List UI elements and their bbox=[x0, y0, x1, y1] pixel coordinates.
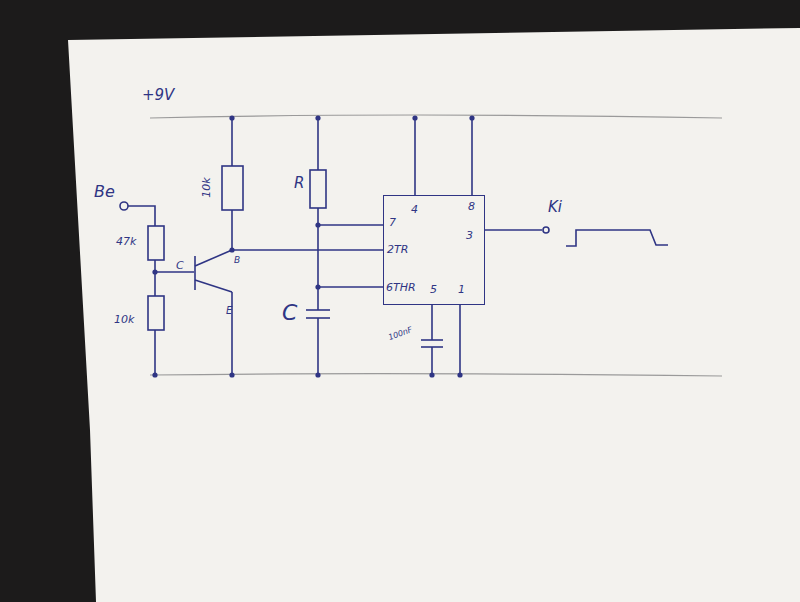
resistor-value: 10k bbox=[201, 177, 212, 197]
pin-label: 5 bbox=[430, 284, 437, 295]
resistor-value: 47k bbox=[116, 236, 136, 247]
timer-ic-box: 4 8 7 2TR 3 6THR 5 1 bbox=[383, 195, 485, 305]
pin-label: 1 bbox=[458, 284, 465, 295]
pin-label: 2TR bbox=[387, 244, 408, 255]
pin-label: 4 bbox=[411, 204, 418, 215]
wires bbox=[120, 118, 668, 375]
paper-sheet bbox=[68, 28, 800, 602]
resistor-value: 10k bbox=[114, 314, 134, 325]
supply-voltage-label: +9V bbox=[142, 88, 174, 103]
pin-label: 8 bbox=[468, 201, 475, 212]
pin-label: 3 bbox=[466, 230, 473, 241]
pin-label: 7 bbox=[389, 217, 396, 228]
transistor-pin-label: E bbox=[226, 306, 232, 316]
capacitor-name: C bbox=[282, 302, 297, 324]
transistor-pin-label: B bbox=[234, 256, 240, 265]
resistor-name: R bbox=[294, 176, 304, 191]
output-label: Ki bbox=[548, 200, 562, 215]
input-label: Be bbox=[94, 184, 115, 200]
transistor-pin-label: C bbox=[176, 260, 184, 271]
pin-label: 6THR bbox=[386, 282, 416, 293]
junction-dots bbox=[152, 115, 474, 377]
supply-rails bbox=[150, 115, 722, 376]
